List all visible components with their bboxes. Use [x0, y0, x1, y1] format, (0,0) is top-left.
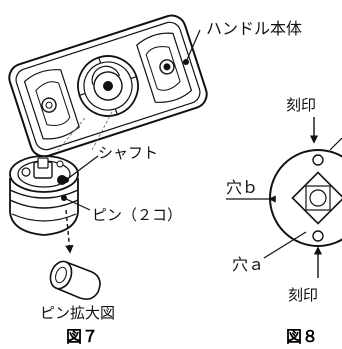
leader-dot [63, 177, 69, 183]
guide-line [91, 111, 113, 151]
caption-figure-7: 図７ [66, 327, 98, 346]
leader-dot [61, 195, 67, 201]
pin-enlarge-arrow [65, 209, 74, 254]
hole-marking-top [312, 154, 324, 166]
leader-line-shaft [65, 155, 99, 181]
label-hole-b: 穴ｂ [226, 178, 258, 197]
caption-figure-8: 図８ [286, 327, 318, 346]
hole-a [312, 230, 324, 242]
label-pin-enlarged: ピン拡大図 [40, 304, 115, 322]
leader-dot [183, 59, 189, 65]
label-hole-a: 穴ａ [232, 255, 264, 274]
leader-line-pin [63, 197, 91, 211]
label-shaft: シャフト [98, 144, 158, 162]
leader-line-hole-a [263, 231, 307, 259]
shaft-drawing [9, 155, 79, 236]
label-marking-bottom: 刻印 [288, 286, 318, 304]
guide-line [57, 117, 86, 151]
label-marking-top: 刻印 [286, 96, 316, 114]
figure-8: 刻印 穴ｂ 穴ａ 刻印 図８ [226, 96, 342, 346]
label-pin: ピン（２コ） [92, 206, 182, 224]
label-handle-body: ハンドル本体 [206, 19, 302, 38]
figure-7: ハンドル本体 シャフト ピン（２コ） ピン拡大図 図７ [8, 14, 302, 346]
handle-body-drawing [8, 14, 208, 158]
pin-enlarged-drawing [49, 260, 101, 300]
shaft-end-view [269, 137, 342, 247]
leader-line-handle [185, 29, 201, 63]
